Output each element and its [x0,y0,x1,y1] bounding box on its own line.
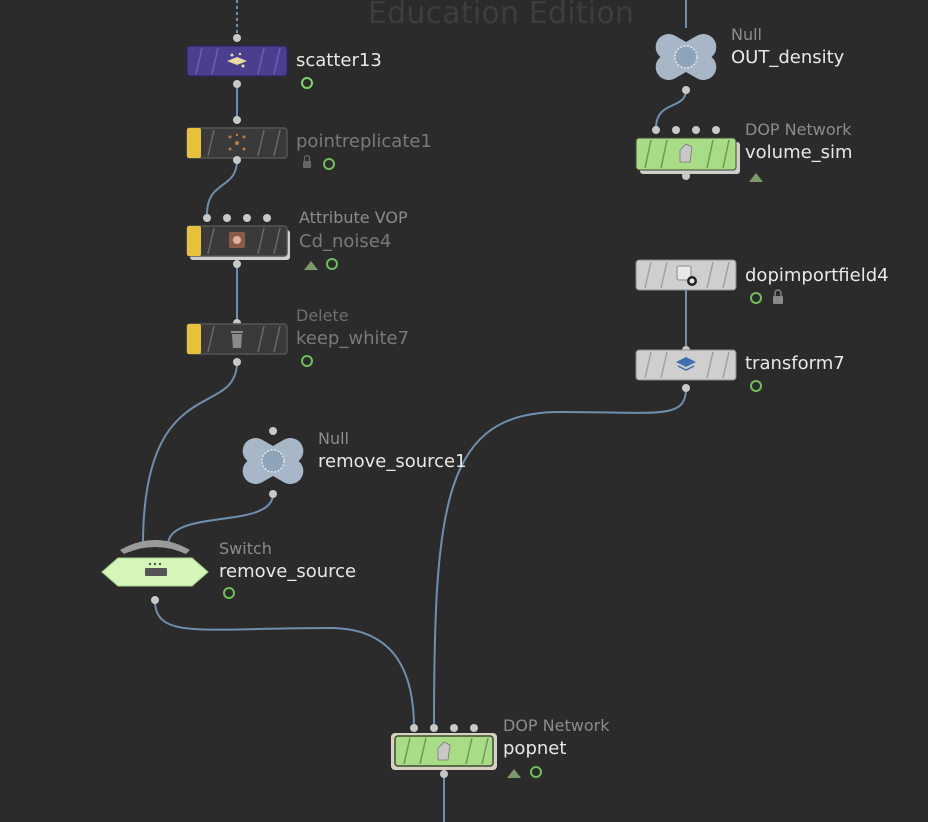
node-cd-noise4[interactable] [186,214,338,270]
node-remove-source-name: remove_source [219,561,357,582]
wire-transform-to-popnet [433,387,687,729]
node-volume-sim-type: DOP Network [745,120,852,139]
switch-icon [145,562,167,576]
node-keep-white7-type: Delete [296,306,349,325]
node-dopimportfield4[interactable] [635,259,783,304]
bypass-flag[interactable] [187,128,201,158]
wire-switch-to-popnet [154,599,415,729]
vop-icon [229,232,245,248]
node-popnet[interactable] [391,724,542,778]
lock-icon[interactable] [303,154,311,169]
node-volume-sim-name: volume_sim [745,142,853,163]
node-scatter13-name: scatter13 [296,50,382,71]
render-flag-icon[interactable] [304,261,318,270]
node-transform7[interactable] [635,346,762,392]
pointreplicate-icon [228,133,246,151]
display-flag-icon[interactable] [750,292,762,304]
lock-icon[interactable] [773,289,783,304]
switch-input-bar [120,540,190,554]
render-flag-icon[interactable] [507,769,521,778]
display-flag-icon[interactable] [530,766,542,778]
education-edition-watermark: Education Edition [368,0,635,31]
render-flag-icon[interactable] [749,173,763,182]
node-cd-noise4-type: Attribute VOP [299,208,408,227]
node-pointreplicate1[interactable] [186,116,335,170]
display-flag-icon[interactable] [301,355,313,367]
dop-network-icon [437,741,451,761]
wire-delete-to-switch [142,361,238,546]
wire-null-to-volumesim [655,89,687,129]
wires [142,0,687,822]
node-keep-white7[interactable] [186,319,313,367]
node-cd-noise4-name: Cd_noise4 [299,231,392,252]
display-flag-icon[interactable] [223,587,235,599]
wire-null-to-switch [167,493,274,546]
null-icon [261,449,285,473]
node-dopimportfield4-name: dopimportfield4 [745,265,889,286]
null-icon [674,45,698,69]
bypass-flag[interactable] [187,324,201,354]
node-transform7-name: transform7 [745,353,845,374]
node-popnet-type: DOP Network [503,716,610,735]
node-volume-sim[interactable] [635,126,763,182]
display-flag-icon[interactable] [301,77,313,89]
transform-icon [676,357,696,371]
node-out-density-name: OUT_density [731,47,845,68]
node-out-density-type: Null [731,25,762,44]
node-remove-source[interactable] [101,540,235,604]
dop-import-icon [676,265,697,286]
scatter-icon [227,52,247,68]
bypass-flag[interactable] [187,226,201,256]
trash-icon [231,331,243,348]
node-remove-source1[interactable] [238,427,308,498]
node-scatter13[interactable] [186,34,313,89]
display-flag-icon[interactable] [750,380,762,392]
dop-network-icon [679,143,693,163]
wire-pointreplicate-to-vop [206,159,238,215]
node-popnet-name: popnet [503,738,567,759]
node-pointreplicate1-name: pointreplicate1 [296,131,432,152]
node-keep-white7-name: keep_white7 [296,328,410,349]
node-remove-source-type: Switch [219,539,272,558]
display-flag-icon[interactable] [326,258,338,270]
node-remove-source1-name: remove_source1 [318,451,467,472]
node-remove-source1-type: Null [318,429,349,448]
node-out-density[interactable] [651,29,721,94]
display-flag-icon[interactable] [323,158,335,170]
